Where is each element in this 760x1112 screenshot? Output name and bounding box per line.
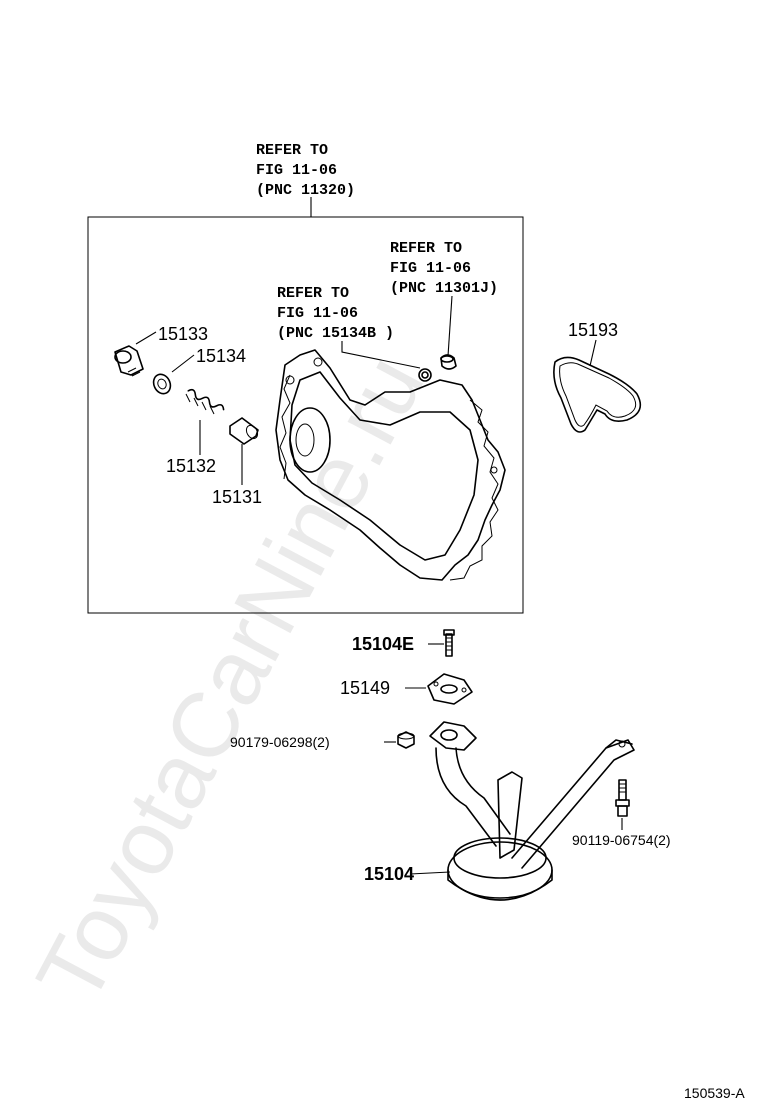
refer-11301j-line2: FIG 11-06: [390, 260, 471, 277]
washer-15134b: [418, 368, 432, 382]
refer-11301j-line3: (PNC 11301J): [390, 280, 498, 297]
label-15134: 15134: [196, 346, 246, 366]
label-90179: 90179-06298(2): [230, 734, 330, 750]
label-15133: 15133: [158, 324, 208, 344]
part-15104e: 15104E: [352, 629, 455, 657]
label-15104e: 15104E: [352, 634, 414, 654]
refer-15134b-line2: FIG 11-06: [277, 305, 358, 322]
refer-11301j: REFER TO FIG 11-06 (PNC 11301J): [390, 240, 498, 357]
part-15131: 15131: [212, 417, 262, 507]
label-15149: 15149: [340, 678, 390, 698]
label-15131: 15131: [212, 487, 262, 507]
part-15193: 15193: [553, 320, 642, 433]
refer-11320-line3: (PNC 11320): [256, 182, 355, 199]
plug-11301j: [440, 354, 457, 370]
refer-15134b-line3: (PNC 15134B ): [277, 325, 394, 342]
diagram-code: 150539-A: [684, 1085, 745, 1101]
label-15132: 15132: [166, 456, 216, 476]
refer-15134b-line1: REFER TO: [277, 285, 349, 302]
part-90179-06298: 90179-06298(2): [230, 731, 415, 750]
part-15149: 15149: [340, 673, 473, 705]
part-15132: 15132: [166, 388, 225, 476]
refer-11320-line1: REFER TO: [256, 142, 328, 159]
label-15193: 15193: [568, 320, 618, 340]
refer-15134b: REFER TO FIG 11-06 (PNC 15134B ): [277, 285, 421, 369]
part-15133: 15133: [114, 324, 208, 377]
transmission-housing: [275, 349, 506, 581]
refer-11301j-line1: REFER TO: [390, 240, 462, 257]
refer-11320-line2: FIG 11-06: [256, 162, 337, 179]
label-15104: 15104: [364, 864, 414, 884]
assembly-frame: [87, 216, 524, 614]
part-15134: 15134: [152, 346, 246, 395]
label-90119: 90119-06754(2): [572, 832, 671, 848]
refer-11320: REFER TO FIG 11-06 (PNC 11320): [256, 142, 355, 217]
part-90119-06754: 90119-06754(2): [572, 779, 671, 848]
part-15104: 15104: [364, 721, 635, 901]
